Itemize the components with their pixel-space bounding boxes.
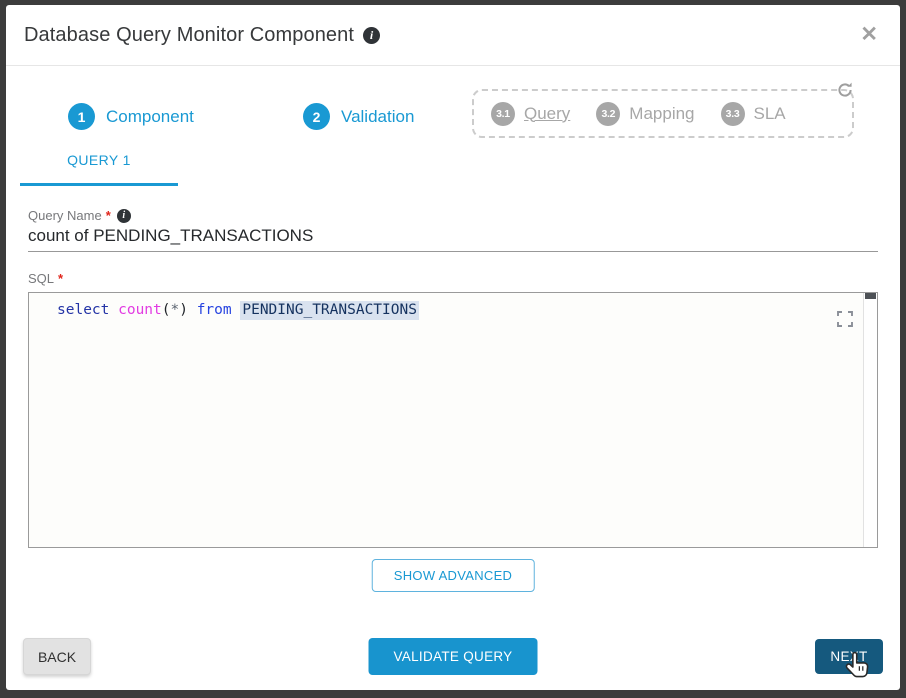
required-asterisk: * xyxy=(58,271,64,286)
code-token-from: from xyxy=(187,302,241,318)
query-name-label: Query Name* i xyxy=(28,208,878,223)
required-asterisk: * xyxy=(105,208,111,223)
wizard-substep-mapping[interactable]: 3.2 Mapping xyxy=(596,101,695,126)
step-label: Component xyxy=(106,106,194,126)
title-info-icon[interactable]: i xyxy=(363,26,381,44)
substep-number-badge: 3.3 xyxy=(720,101,745,126)
editor-scrollbar[interactable] xyxy=(863,293,877,547)
database-query-monitor-dialog: Database Query Monitor Component i ✕ 1 C… xyxy=(6,5,900,690)
editor-scrollbar-thumb[interactable] xyxy=(865,293,876,299)
sql-code-editor[interactable]: select count(*) from PENDING_TRANSACTION… xyxy=(28,292,878,548)
code-token-star: * xyxy=(170,302,180,318)
step-number-badge: 2 xyxy=(303,103,330,130)
substep-label: SLA xyxy=(753,103,786,123)
sql-code-line[interactable]: select count(*) from PENDING_TRANSACTION… xyxy=(29,293,877,321)
validate-query-button[interactable]: VALIDATE QUERY xyxy=(368,638,538,675)
show-advanced-button[interactable]: SHOW ADVANCED xyxy=(371,559,535,592)
query-name-info-icon[interactable]: i xyxy=(116,208,131,223)
substep-label: Mapping xyxy=(629,103,695,123)
refresh-icon[interactable] xyxy=(836,81,854,99)
code-token-select: select xyxy=(57,302,119,318)
code-token-open-paren: ( xyxy=(161,302,171,318)
substep-number-badge: 3.2 xyxy=(596,101,621,126)
step-label: Validation xyxy=(341,106,415,126)
dialog-header: Database Query Monitor Component i xyxy=(6,5,900,66)
fullscreen-expand-icon[interactable] xyxy=(837,311,853,327)
wizard-step-validation[interactable]: 2 Validation xyxy=(303,103,414,130)
sql-label: SQL* xyxy=(28,271,63,286)
query-name-input[interactable]: count of PENDING_TRANSACTIONS xyxy=(28,226,878,252)
wizard-substep-group: 3.1 Query 3.2 Mapping 3.3 SLA xyxy=(472,89,854,138)
close-icon[interactable]: ✕ xyxy=(860,23,878,46)
tab-query-1[interactable]: QUERY 1 xyxy=(67,152,131,168)
tab-active-indicator xyxy=(20,183,178,186)
dialog-title: Database Query Monitor Component xyxy=(24,23,355,46)
back-button[interactable]: BACK xyxy=(23,638,91,675)
substep-number-badge: 3.1 xyxy=(491,101,515,126)
code-token-table-name: PENDING_TRANSACTIONS xyxy=(240,301,419,320)
sql-label-text: SQL xyxy=(28,271,55,286)
query-name-label-text: Query Name xyxy=(28,208,102,223)
step-number-badge: 1 xyxy=(68,103,95,130)
substep-label: Query xyxy=(524,103,571,123)
wizard-step-component[interactable]: 1 Component xyxy=(68,103,194,130)
query-name-field: Query Name* i count of PENDING_TRANSACTI… xyxy=(28,208,878,252)
code-token-count: count xyxy=(118,302,162,318)
code-token-close-paren: ) xyxy=(179,302,188,318)
wizard-substep-sla[interactable]: 3.3 SLA xyxy=(720,101,786,126)
wizard-substep-query[interactable]: 3.1 Query xyxy=(491,101,571,126)
next-button[interactable]: NEXT xyxy=(815,639,883,674)
